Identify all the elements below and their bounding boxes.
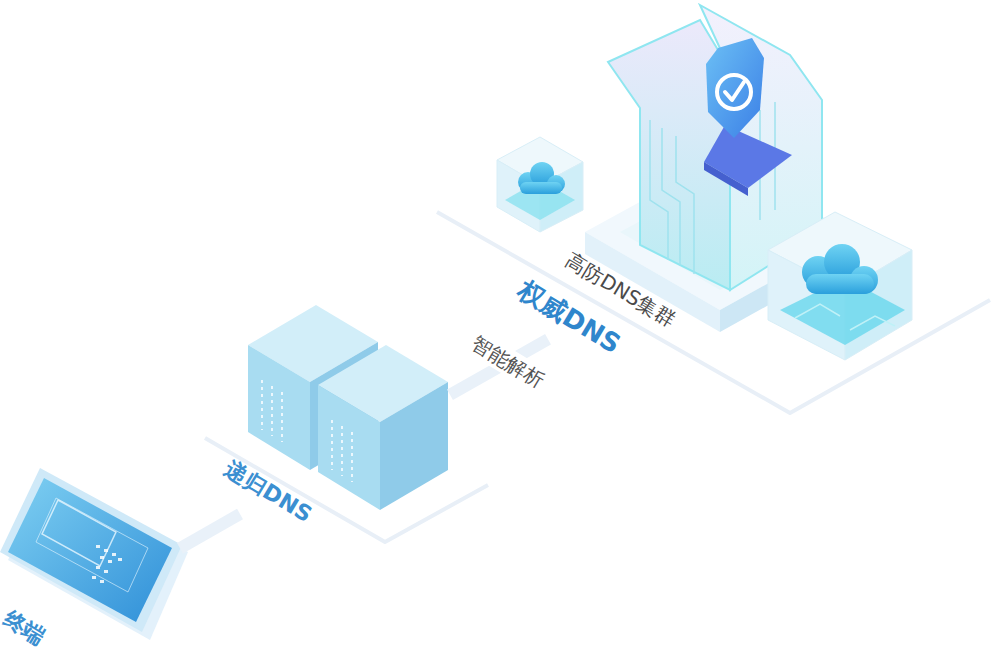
- authoritative-dns-node: 权威DNS高防DNS集群: [548, 0, 908, 420]
- connector-band: [180, 514, 240, 548]
- recursive-dns-node: 递归DNS: [240, 300, 450, 520]
- anti-ddos-cluster-node: 高防DNS集群: [600, 0, 830, 320]
- node-label: 递归DNS: [220, 456, 316, 528]
- terminal-node: 终端: [5, 470, 180, 635]
- edge-label: 智能解析: [464, 328, 553, 396]
- node-label: 终端: [0, 606, 50, 651]
